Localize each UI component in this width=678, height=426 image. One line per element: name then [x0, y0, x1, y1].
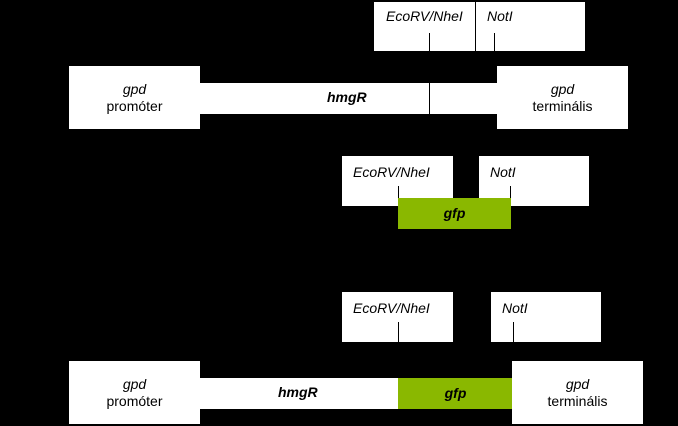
top-site-ecorv-nhei-label: EcoRV/NheI — [386, 8, 463, 24]
bottom-right-line — [513, 322, 514, 378]
bottom-site-right-box — [491, 292, 601, 342]
bottom-hmgr-label: hmgR — [278, 384, 318, 400]
insert-left-line — [398, 186, 399, 206]
bottom-gfp-bar: gfp — [398, 378, 513, 409]
top-site-divider — [475, 2, 476, 51]
insert-right-line — [510, 186, 511, 206]
bottom-site-left-box — [342, 292, 453, 342]
top-terminator-text: terminális — [532, 97, 593, 114]
bottom-left-line — [398, 322, 399, 378]
top-site-box — [374, 2, 585, 51]
bottom-site-right-label: NotI — [502, 300, 528, 316]
top-terminator-gpd: gpd — [550, 80, 575, 97]
bottom-gfp-label: gfp — [444, 385, 467, 401]
top-terminator-box: gpd terminális — [497, 66, 628, 129]
top-promoter-gpd: gpd — [122, 80, 147, 97]
top-promoter-box: gpd promóter — [69, 66, 200, 129]
top-noti-line — [494, 33, 495, 83]
top-gene-bar — [200, 83, 497, 114]
top-gene-bar-cut — [429, 83, 430, 114]
bottom-promoter-box: gpd promóter — [69, 361, 200, 424]
insert-site-right-label: NotI — [490, 164, 516, 180]
insert-gfp-bar: gfp — [398, 198, 511, 229]
insert-gfp-label: gfp — [443, 205, 466, 221]
bottom-promoter-text: promóter — [106, 392, 163, 409]
bottom-hmgr-bar — [200, 378, 398, 409]
bottom-terminator-box: gpd terminális — [512, 361, 643, 424]
bottom-site-left-label: EcoRV/NheI — [353, 300, 430, 316]
insert-site-left-label: EcoRV/NheI — [353, 164, 430, 180]
insert-site-right-box — [479, 156, 589, 206]
top-promoter-text: promóter — [106, 97, 163, 114]
insert-site-left-box — [342, 156, 453, 206]
top-site-noti-label: NotI — [487, 8, 513, 24]
top-gene-label: hmgR — [327, 89, 367, 105]
bottom-terminator-gpd: gpd — [565, 375, 590, 392]
top-ecorv-line — [429, 33, 430, 114]
bottom-promoter-gpd: gpd — [122, 375, 147, 392]
bottom-terminator-text: terminális — [547, 392, 608, 409]
